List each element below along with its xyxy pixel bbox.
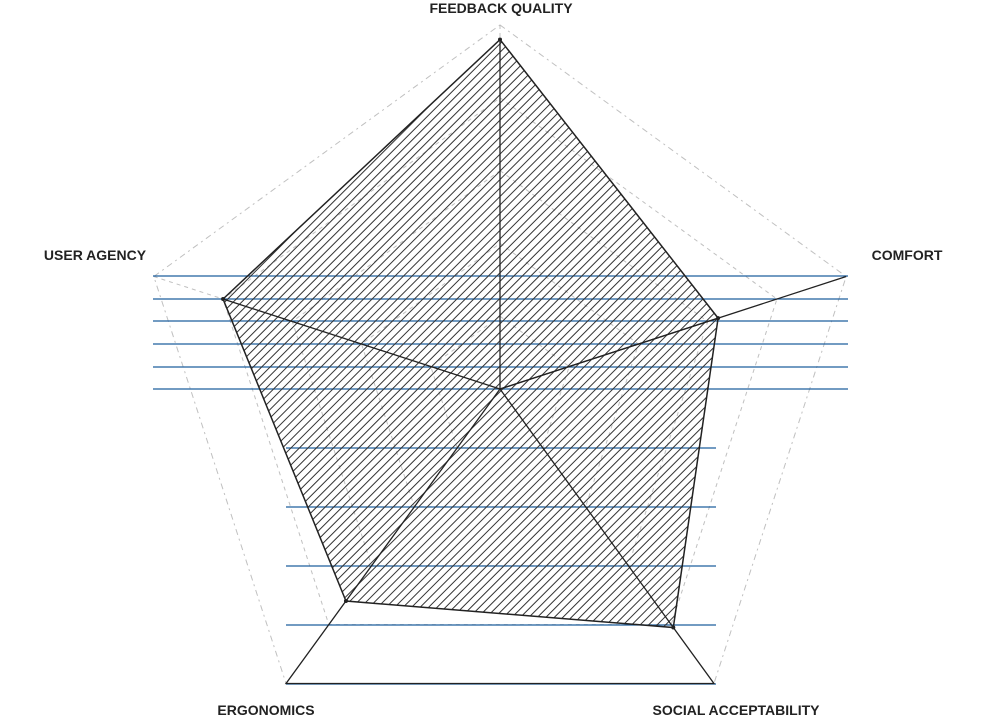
series-spoke [499,388,674,628]
data-point [343,599,348,604]
series-layer [221,37,847,685]
series-spoke [222,298,501,390]
grid-ring [153,24,847,684]
axis-label-comfort: COMFORT [872,247,943,263]
axis-label-social-acceptability: SOCIAL ACCEPTABILITY [653,702,821,718]
axis-labels: FEEDBACK QUALITY COMFORT SOCIAL ACCEPTAB… [44,0,943,718]
data-point [498,37,502,42]
axis-label-feedback-quality: FEEDBACK QUALITY [429,0,573,16]
data-point [671,625,676,630]
axis-label-user-agency: USER AGENCY [44,247,147,263]
outer-spoke-comfort [499,275,847,390]
series-spoke [345,388,501,602]
series-area [222,38,719,629]
outer-edge-bottom [284,600,716,685]
data-point [716,316,721,321]
axis-label-ergonomics: ERGONOMICS [217,702,314,718]
data-point [221,297,226,302]
